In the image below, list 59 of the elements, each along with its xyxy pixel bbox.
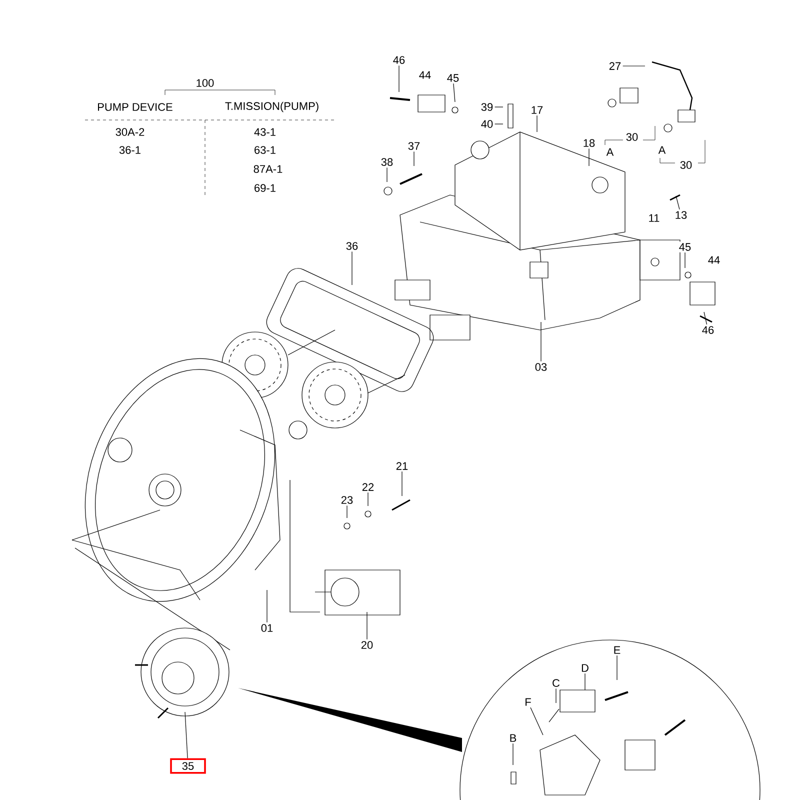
callout-number: 27 [607, 60, 623, 72]
callout-number: 11 [646, 212, 662, 224]
callout-number: 20 [359, 640, 375, 650]
callout-number: 13 [673, 210, 689, 220]
callout-number: A [604, 146, 616, 158]
callout-number: E [612, 644, 622, 656]
callout-number: 45 [445, 72, 461, 84]
callout-number: 37 [406, 140, 422, 152]
table-cell: 63-1 [253, 145, 277, 155]
leader-line [453, 83, 456, 102]
callout-number: 46 [391, 54, 407, 66]
callout-number: D [580, 662, 590, 674]
callout-number: F [523, 696, 533, 708]
callout-number: 17 [529, 104, 545, 116]
table-cell: 36-1 [118, 145, 142, 155]
leader-line [266, 590, 268, 623]
leader-line [398, 65, 400, 92]
leader-line [346, 505, 348, 518]
callout-number: 30 [624, 132, 640, 142]
callout-number: C [550, 678, 562, 688]
callout-number: 38 [379, 156, 395, 168]
callout-number: 39 [479, 102, 495, 112]
callout-number: A [656, 144, 668, 156]
leader-line [588, 148, 590, 166]
leader-line [540, 322, 542, 362]
callout-number: 44 [417, 70, 433, 80]
leader-line [366, 612, 368, 640]
leader-line [494, 106, 504, 108]
leader-line [184, 712, 188, 759]
leader-line [536, 115, 538, 132]
leader-line [530, 707, 544, 736]
callout-number: 18 [581, 138, 597, 148]
table-cell: 69-1 [253, 183, 277, 193]
callout-number: 03 [533, 362, 549, 372]
callout-number: 21 [394, 460, 410, 472]
leader-line [512, 743, 514, 766]
leader-line [676, 196, 680, 210]
callout-number: 01 [259, 622, 275, 634]
callout-number: 36 [344, 240, 360, 252]
callout-number: 22 [360, 482, 376, 492]
callout-number: 46 [700, 324, 716, 336]
table-heading: T.MISSION(PUMP) [224, 100, 320, 114]
leader-line [386, 167, 388, 182]
callout-number: 30 [678, 160, 694, 170]
table-cell: 43-1 [253, 127, 277, 137]
callout-number: B [508, 732, 518, 744]
table-cell: 87A-1 [252, 164, 284, 174]
callout-number: 40 [479, 118, 495, 130]
callout-number: 44 [706, 254, 722, 266]
leader-line [704, 312, 708, 325]
table-heading: 100 [194, 78, 216, 88]
highlighted-callout-number: 35 [170, 758, 206, 774]
table-cell: 30A-2 [114, 127, 146, 137]
leader-line [684, 252, 686, 268]
leader-line [584, 673, 586, 690]
table-heading: PUMP DEVICE [96, 102, 174, 112]
leader-line [616, 655, 618, 680]
callout-number: 23 [339, 494, 355, 506]
callout-number: 45 [677, 242, 693, 252]
